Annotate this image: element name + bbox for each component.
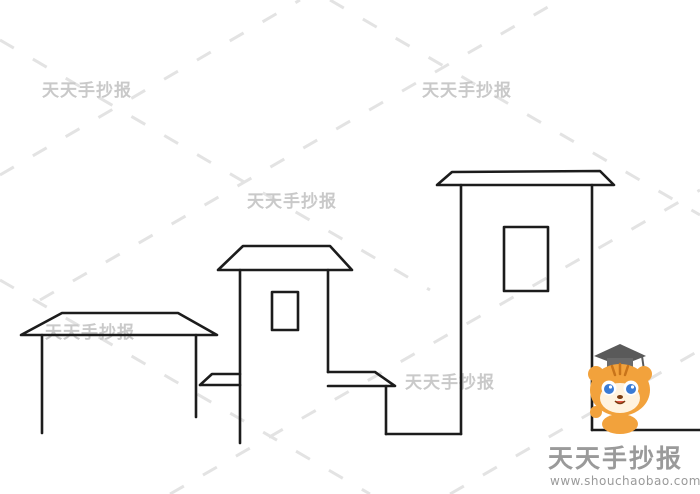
brand-name: 天天手抄报 [548,444,683,473]
brand: 天天手抄报 www.shouchaobao.com [548,444,700,488]
watermark-text: 天天手抄报 [247,191,337,212]
tall-house-window [502,225,550,293]
middle-house [198,244,397,445]
brand-url: www.shouchaobao.com [550,474,700,488]
mascot-logo [588,344,652,434]
left-ledge [198,372,242,387]
middle-house-window [270,290,300,332]
watermark-text: 天天手抄报 [42,80,132,101]
left-house-roof [19,311,219,337]
watermark-text: 天天手抄报 [422,80,512,101]
right-ledge [326,370,397,388]
watermark-text: 天天手抄报 [405,372,495,393]
watermarks: 天天手抄报 天天手抄报 天天手抄报 天天手抄报 天天手抄报 [42,80,512,393]
middle-house-roof [216,244,354,272]
left-house [19,311,219,435]
tall-house-roof [435,169,616,187]
tall-house [435,169,700,436]
watermark-text: 天天手抄报 [45,322,135,343]
